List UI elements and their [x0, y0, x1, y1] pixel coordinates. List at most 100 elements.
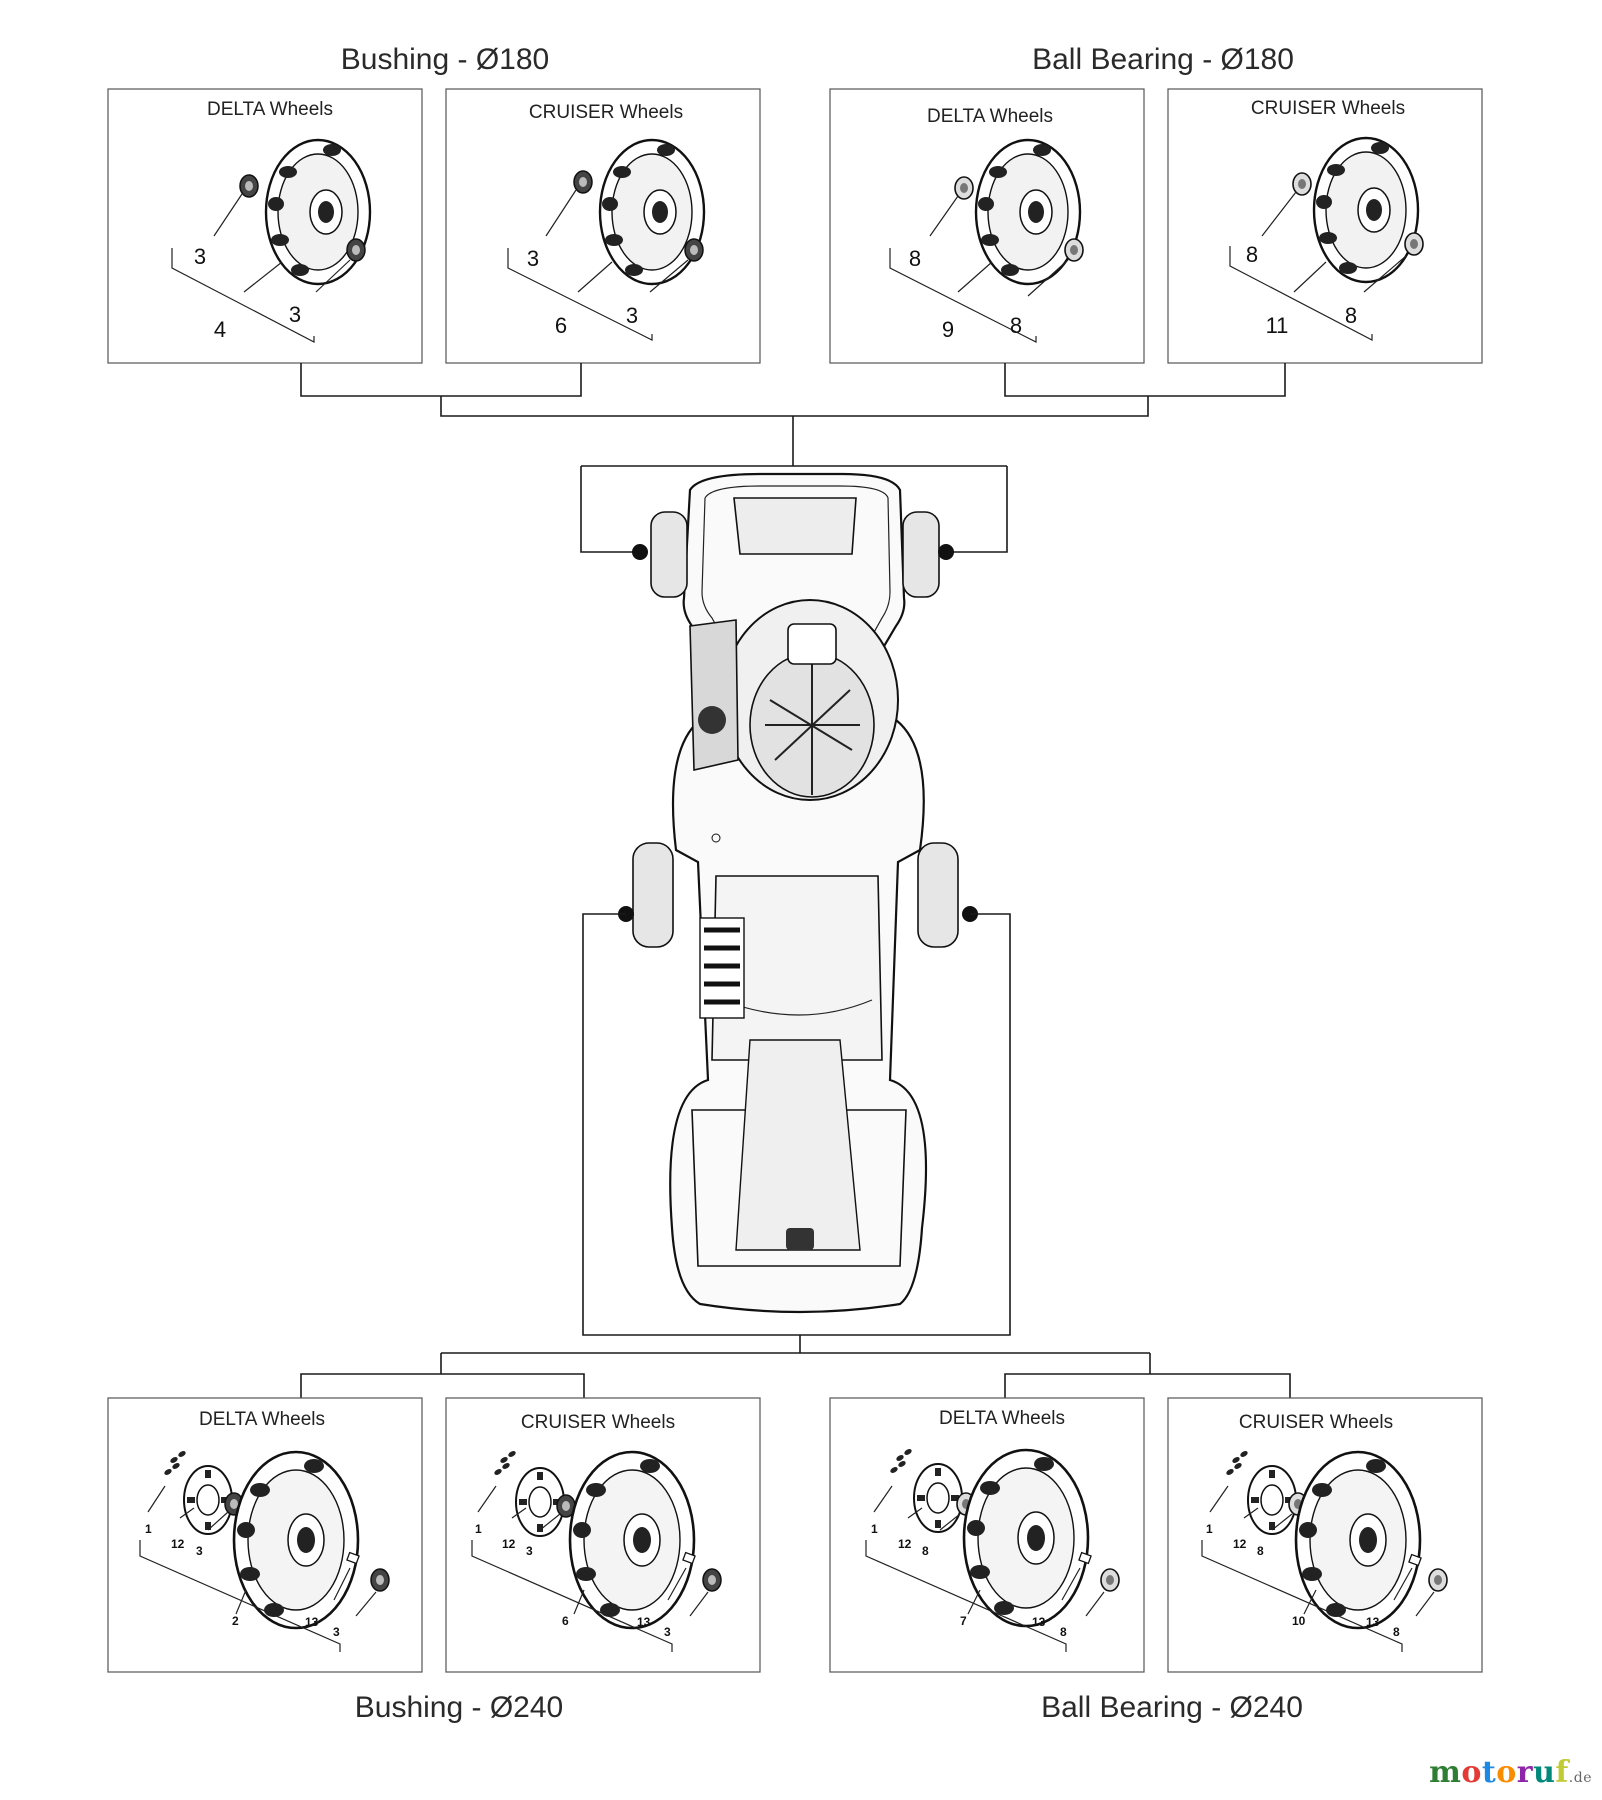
- axle-icon: [1408, 1553, 1422, 1567]
- bearing-icon: [1404, 232, 1424, 256]
- callout-9: 9: [942, 317, 954, 342]
- callout-3: 3: [626, 303, 638, 328]
- callout-12: 12: [502, 1537, 516, 1551]
- wheel-icon: [1294, 1450, 1422, 1630]
- bushing-icon: [684, 238, 704, 262]
- callout-10: 10: [1292, 1614, 1306, 1628]
- panel-top-2: CRUISER Wheels 3 3 6: [445, 88, 761, 364]
- callout-13: 13: [1366, 1615, 1380, 1629]
- panel-label: DELTA Wheels: [207, 99, 333, 120]
- callout-8: 8: [1257, 1544, 1264, 1558]
- callout-3: 3: [526, 1544, 533, 1558]
- callout-3: 3: [333, 1625, 340, 1639]
- connector-bottom-right: [1004, 1373, 1291, 1398]
- callout-13: 13: [1032, 1615, 1046, 1629]
- panel-top-3: DELTA Wheels 8 8 9: [829, 88, 1145, 364]
- callout-4: 4: [214, 317, 226, 342]
- group-title-bottom-left: Bushing - Ø240: [355, 1691, 563, 1724]
- panel-bottom-2: CRUISER Wheels 1 12 3 6 13 3: [445, 1397, 761, 1673]
- bushing-icon: [370, 1568, 390, 1592]
- callout-3: 3: [194, 244, 206, 269]
- bushing-icon: [239, 174, 259, 198]
- group-title-top-right: Ball Bearing - Ø180: [1032, 43, 1294, 76]
- panel-label: DELTA Wheels: [927, 106, 1053, 127]
- callout-3: 3: [527, 246, 539, 271]
- bearing-icon: [954, 176, 974, 200]
- callout-8: 8: [1393, 1625, 1400, 1639]
- connector-front-wheels: [580, 465, 1008, 553]
- callout-8: 8: [922, 1544, 929, 1558]
- connector-bottom-drops: [440, 1353, 1151, 1374]
- callout-8: 8: [1010, 313, 1022, 338]
- watermark-main: motoruf: [1429, 1755, 1569, 1790]
- panel-label: DELTA Wheels: [939, 1408, 1065, 1429]
- connector-top-right: [1004, 363, 1286, 397]
- panel-bottom-4: CRUISER Wheels 1 12 8 10 13 8: [1167, 1397, 1483, 1673]
- axle-icon: [346, 1551, 360, 1565]
- panel-label: CRUISER Wheels: [1239, 1412, 1393, 1433]
- callout-8: 8: [909, 246, 921, 271]
- wheel-icon: [598, 138, 706, 286]
- callout-1: 1: [871, 1522, 878, 1536]
- panel-top-1: DELTA Wheels 3 3 4: [107, 88, 423, 364]
- callout-6: 6: [562, 1614, 569, 1628]
- watermark-tld: .de: [1568, 1770, 1592, 1786]
- callout-12: 12: [898, 1537, 912, 1551]
- panel-top-4: CRUISER Wheels 8 8 11: [1167, 88, 1483, 364]
- callout-3: 3: [289, 302, 301, 327]
- hubcap-icon: [913, 1463, 963, 1533]
- panel-label: CRUISER Wheels: [521, 1412, 675, 1433]
- callout-12: 12: [1233, 1537, 1247, 1551]
- wheel-icon: [1312, 136, 1420, 284]
- group-title-top-left: Bushing - Ø180: [341, 43, 549, 76]
- wheel-icon: [232, 1450, 360, 1630]
- callout-8: 8: [1060, 1625, 1067, 1639]
- panel-bottom-1: DELTA Wheels 1 12 3 2 13 3: [107, 1397, 423, 1673]
- rear-right-wheel: [917, 842, 959, 948]
- callout-7: 7: [960, 1614, 967, 1628]
- callout-2: 2: [232, 1614, 239, 1628]
- watermark-logo: motoruf.de: [1429, 1755, 1592, 1790]
- front-left-wheel: [650, 511, 688, 598]
- callout-1: 1: [1206, 1522, 1213, 1536]
- panel-label: DELTA Wheels: [199, 1409, 325, 1430]
- front-right-marker: [938, 544, 954, 560]
- callout-1: 1: [475, 1522, 482, 1536]
- front-left-marker: [632, 544, 648, 560]
- rear-left-wheel: [632, 842, 674, 948]
- front-right-wheel: [902, 511, 940, 598]
- wheel-icon: [962, 1448, 1090, 1628]
- bearing-icon: [1100, 1568, 1120, 1592]
- callout-8: 8: [1345, 303, 1357, 328]
- bushing-icon: [702, 1568, 722, 1592]
- callout-6: 6: [555, 313, 567, 338]
- hubcap-icon: [183, 1465, 233, 1535]
- callout-11: 11: [1266, 313, 1289, 338]
- callout-8: 8: [1246, 242, 1258, 267]
- bushing-icon: [573, 170, 593, 194]
- axle-icon: [682, 1551, 696, 1565]
- connector-top-left: [300, 363, 582, 397]
- connector-bottom-left: [300, 1373, 585, 1398]
- bearing-icon: [1292, 172, 1312, 196]
- panel-label: CRUISER Wheels: [529, 102, 683, 123]
- callout-12: 12: [171, 1537, 185, 1551]
- wheel-icon: [568, 1450, 696, 1630]
- bearing-icon: [1428, 1568, 1448, 1592]
- axle-icon: [1078, 1551, 1092, 1565]
- hubcap-icon: [515, 1467, 565, 1537]
- connector-rear-wheels: [582, 913, 1011, 1336]
- callout-3: 3: [664, 1625, 671, 1639]
- mower-top-view: [669, 472, 928, 1314]
- callout-13: 13: [637, 1615, 651, 1629]
- bushing-icon: [346, 238, 366, 262]
- callout-1: 1: [145, 1522, 152, 1536]
- group-title-bottom-right: Ball Bearing - Ø240: [1041, 1691, 1303, 1724]
- bearing-icon: [1064, 238, 1084, 262]
- callout-13: 13: [305, 1615, 319, 1629]
- connector-top-join: [440, 396, 1149, 417]
- panel-bottom-3: DELTA Wheels 1 12 8 7 13 8: [829, 1397, 1145, 1673]
- panel-label: CRUISER Wheels: [1251, 98, 1405, 119]
